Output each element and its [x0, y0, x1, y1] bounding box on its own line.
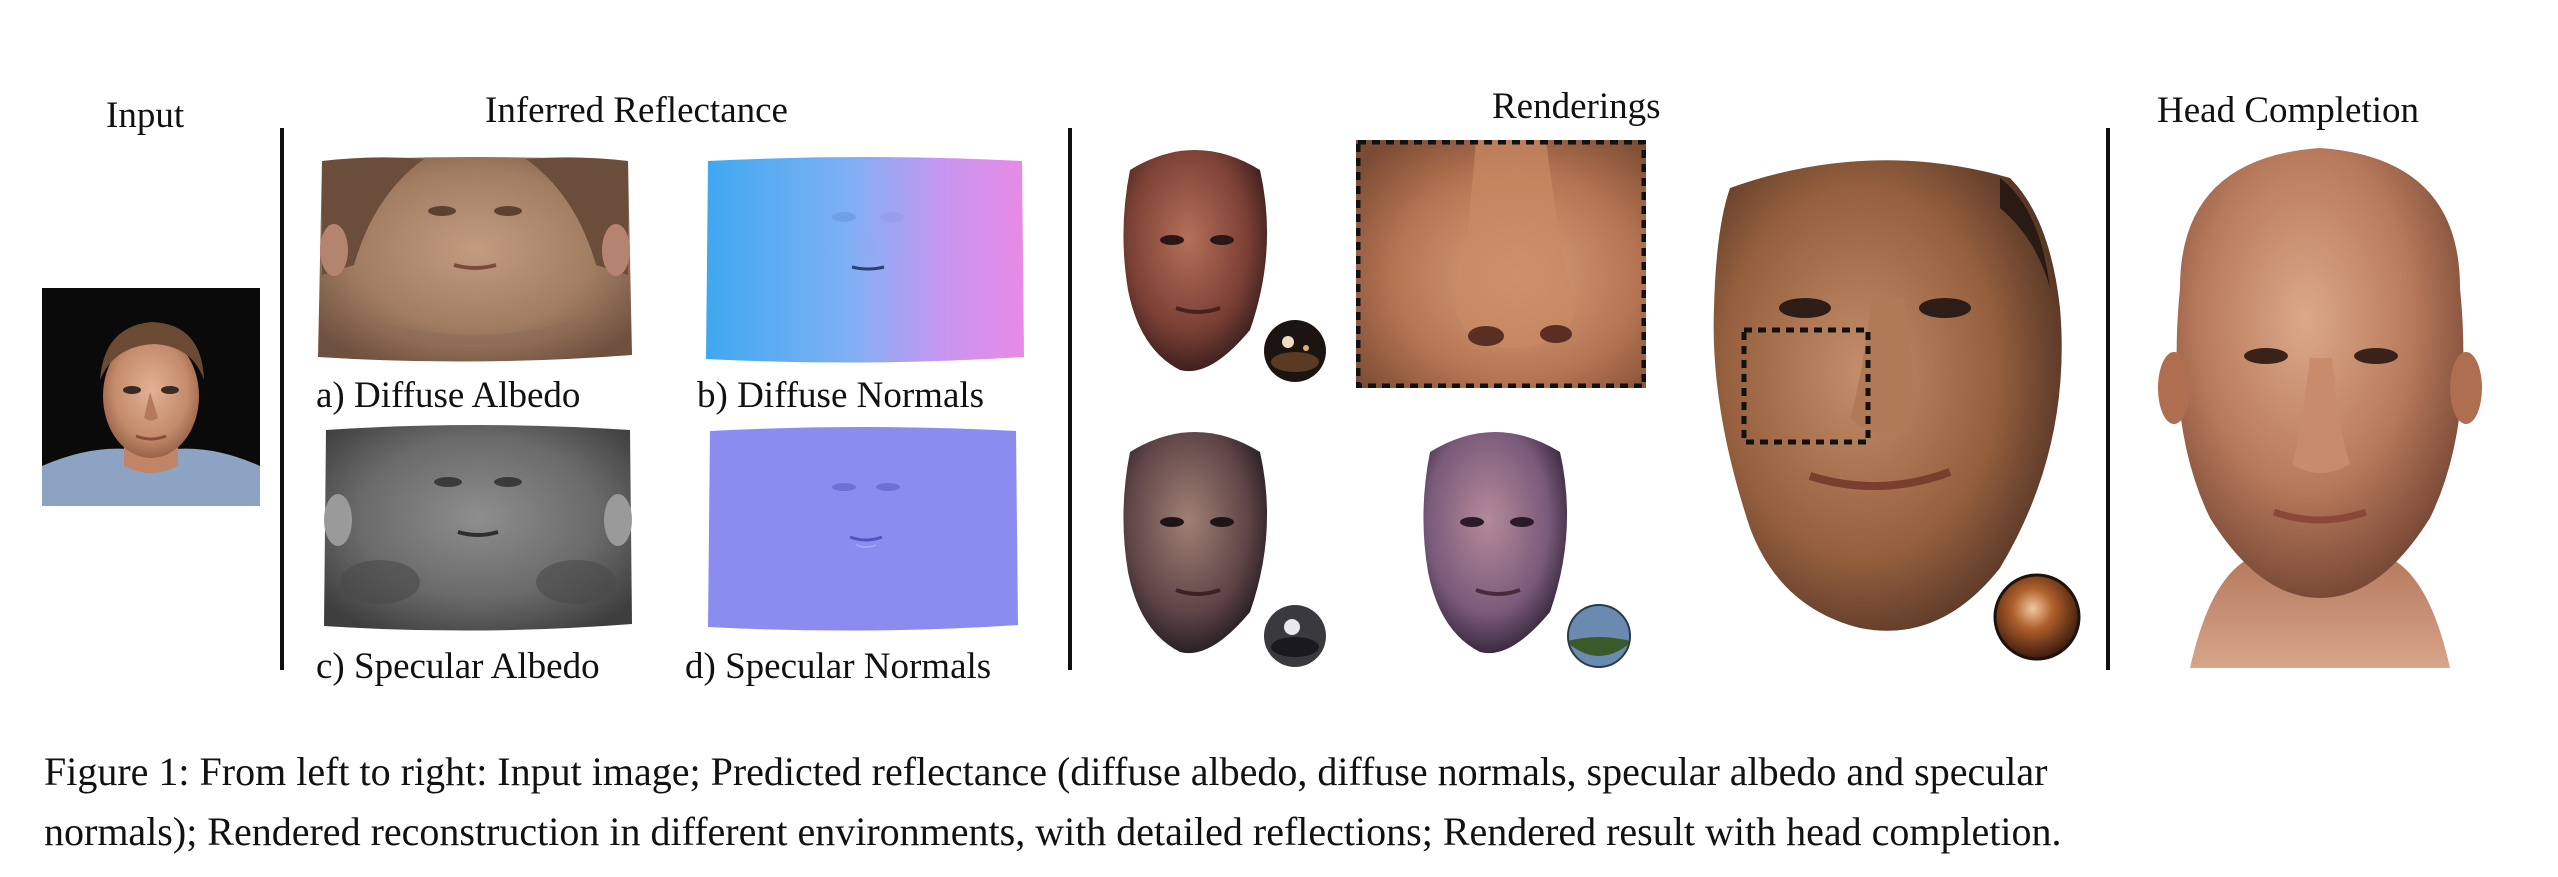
specular-normals-map — [706, 425, 1020, 633]
caption-line-1: Figure 1: From left to right: Input imag… — [44, 749, 2048, 794]
input-photo — [42, 288, 260, 506]
rendering-head-1 — [1110, 130, 1280, 380]
rendering-head-large — [1700, 148, 2080, 648]
specular-albedo-map — [320, 422, 636, 634]
divider-3 — [2106, 128, 2110, 670]
head-completion-render — [2140, 138, 2500, 668]
section-title-input: Input — [106, 95, 185, 136]
label-specular-albedo: c) Specular Albedo — [316, 646, 600, 687]
section-title-renderings: Renderings — [1492, 86, 1661, 127]
label-diffuse-normals: b) Diffuse Normals — [697, 375, 985, 416]
diffuse-normals-map — [702, 155, 1028, 365]
figure-caption: Figure 1: From left to right: Input imag… — [44, 742, 2524, 862]
section-title-head-completion: Head Completion — [2157, 90, 2420, 131]
section-title-reflectance: Inferred Reflectance — [485, 90, 788, 131]
rendering-head-2 — [1110, 412, 1280, 662]
label-specular-normals: d) Specular Normals — [685, 646, 992, 687]
env-sphere-icon-1 — [1262, 318, 1328, 384]
caption-line-2: normals); Rendered reconstruction in dif… — [44, 809, 2062, 854]
label-diffuse-albedo: a) Diffuse Albedo — [316, 375, 581, 416]
rendering-head-3 — [1410, 412, 1580, 662]
diffuse-albedo-map — [314, 155, 636, 365]
divider-2 — [1068, 128, 1072, 670]
env-sphere-icon-4 — [1992, 572, 2082, 662]
env-sphere-icon-3 — [1566, 603, 1632, 669]
divider-1 — [280, 128, 284, 670]
rendering-nose-closeup — [1356, 140, 1646, 388]
env-sphere-icon-2 — [1262, 603, 1328, 669]
